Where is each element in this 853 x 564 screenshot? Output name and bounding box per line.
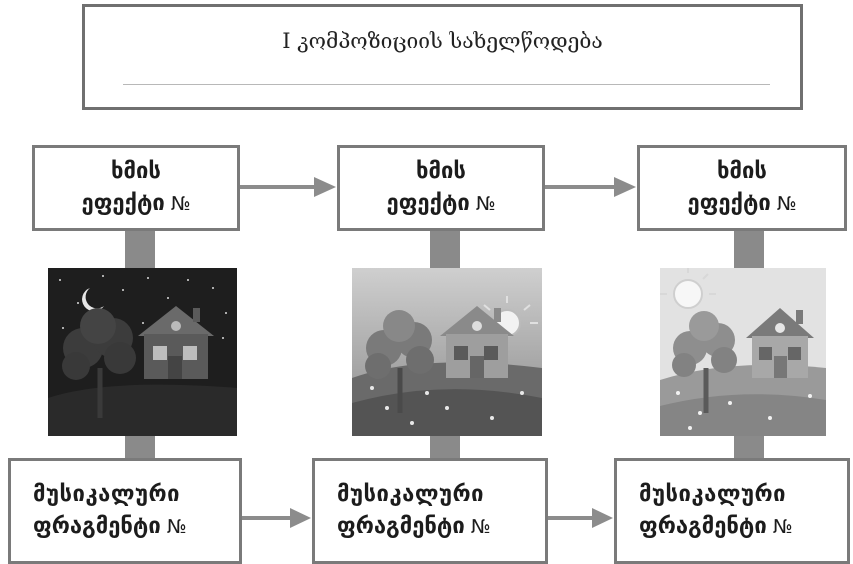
composition-title: I კომპოზიციის სახელწოდება [282, 29, 603, 53]
arrow-right-icon [240, 177, 336, 197]
number-sign: № [470, 516, 491, 538]
title-underline [123, 84, 770, 85]
sound-effect-line2: ეფექტი [386, 191, 470, 216]
music-fragment-line1: მუსიკალური [337, 482, 484, 508]
music-fragment-line1: მუსიკალური [33, 482, 180, 508]
sound-effect-line2: ეფექტი [81, 191, 165, 216]
connector-2-top [430, 228, 460, 268]
music-fragment-line2: ფრაგმენტი [33, 514, 161, 539]
sound-effect-line1: ხმის [416, 159, 466, 185]
number-sign: № [475, 193, 496, 215]
moon-icon [82, 288, 104, 312]
sunset-house-picture [352, 268, 542, 436]
music-fragment-line2: ფრაგმენტი [639, 514, 767, 539]
composition-title-box: I კომპოზიციის სახელწოდება [82, 4, 803, 110]
connector-3-top [734, 228, 764, 268]
number-sign: № [170, 193, 191, 215]
music-fragment-line2: ფრაგმენტი [337, 514, 465, 539]
sound-effect-line1: ხმის [717, 159, 767, 185]
connector-3-bottom [734, 436, 764, 460]
arrow-right-icon [545, 177, 636, 197]
sound-effect-line1: ხმის [111, 159, 161, 185]
arrow-right-icon [242, 508, 311, 528]
connector-1-top [125, 228, 155, 268]
number-sign: № [772, 516, 793, 538]
connector-1-bottom [125, 436, 155, 460]
music-fragment-line1: მუსიკალური [639, 482, 786, 508]
arrow-right-icon [548, 508, 613, 528]
number-sign: № [166, 516, 187, 538]
sound-effect-line2: ეფექტი [687, 191, 771, 216]
sun-icon [660, 268, 716, 309]
number-sign: № [776, 193, 797, 215]
connector-2-bottom [430, 436, 460, 460]
day-house-picture [660, 268, 826, 436]
night-house-picture [48, 268, 237, 436]
